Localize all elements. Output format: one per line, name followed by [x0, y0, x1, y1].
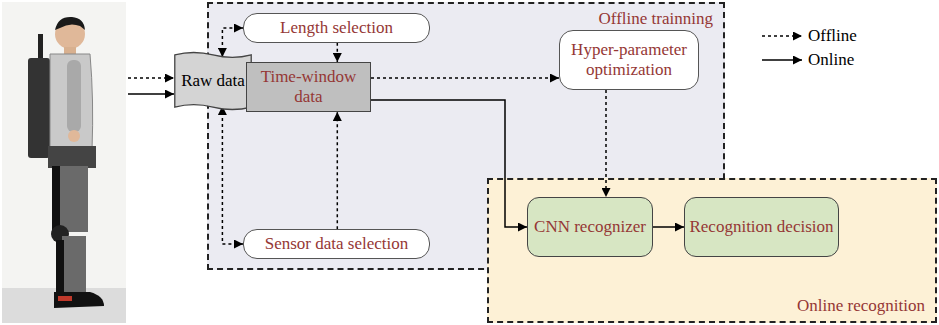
node-label: CNN recognizer [534, 217, 646, 237]
person-arm [67, 60, 81, 132]
exoskeleton-thigh-rail [52, 166, 60, 234]
region-title: Offline trainning [599, 9, 713, 29]
offline-connector [337, 43, 339, 62]
offline-connector [605, 90, 607, 197]
process-box: Sensor data selection [243, 229, 430, 259]
node-label: Length selection [280, 18, 393, 38]
exoskeleton-backpack [28, 58, 50, 158]
shoe-accent [58, 296, 72, 301]
node-label: Recognition decision [689, 217, 833, 237]
photo-background [2, 2, 126, 323]
person-thigh [58, 166, 88, 232]
person-hand [68, 130, 80, 142]
node-label: Sensor data selection [265, 234, 409, 254]
person-vest [50, 54, 93, 150]
offline-connector [337, 112, 339, 229]
offline-connector [371, 77, 559, 79]
raw-data-path [175, 52, 251, 109]
raw-data-shape: Raw data [174, 50, 252, 112]
person-hair [55, 17, 85, 30]
offline-input-arrow [128, 77, 174, 79]
legend-text: Offline [808, 26, 857, 46]
node-label: Hyper-parameter optimization [560, 40, 698, 79]
online-connector [653, 226, 684, 228]
photo-floor [2, 288, 126, 323]
process-box: CNN recognizer [527, 197, 653, 257]
data-box: Time-window data [246, 62, 371, 112]
exoskeleton-hip [48, 146, 96, 168]
process-box: Hyper-parameter optimization [559, 30, 699, 90]
node-label: Time-window data [247, 67, 370, 106]
offline-connector [222, 106, 243, 244]
process-box: Length selection [243, 13, 430, 43]
region-title: Online recognition [797, 296, 925, 316]
offline-connector [222, 28, 243, 57]
exoskeleton-shoe [54, 292, 104, 308]
legend-solid-sample [762, 59, 802, 61]
legend-dotted-sample [762, 35, 802, 37]
legend-item: Online [808, 50, 854, 70]
online-input-arrow [128, 93, 174, 95]
process-box: Recognition decision [684, 197, 839, 257]
node-label: Raw data [181, 71, 245, 91]
person-shin [62, 236, 86, 294]
online-region: Online recognition CNN recognizer Recognit… [487, 178, 937, 323]
legend-text: Online [808, 50, 854, 70]
online-connector [371, 100, 527, 227]
legend-item: Offline [808, 26, 857, 46]
exoskeleton-shin-rail [56, 240, 64, 294]
